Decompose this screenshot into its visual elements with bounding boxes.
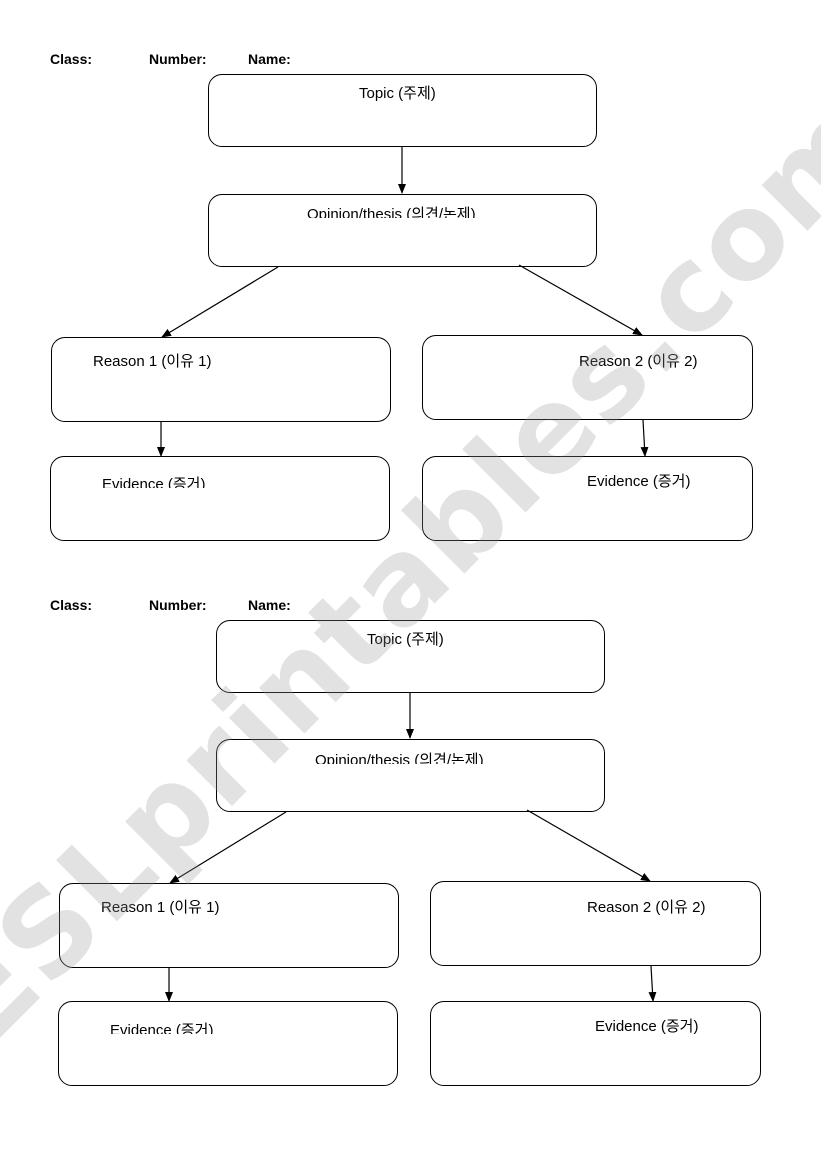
opinion-label: Opinion/thesis (의견/논제) <box>307 206 476 218</box>
reason1-label: Reason 1 (이유 1) <box>93 353 212 370</box>
reason1-label: Reason 1 (이유 1) <box>101 899 220 916</box>
evidence2-box[interactable]: Evidence (증거) <box>422 456 753 541</box>
topic-label: Topic (주제) <box>367 631 444 648</box>
organizer-sheet-2: Class: Number: Name: Topic (주제) Opinion/… <box>0 0 821 1086</box>
number-label: Number: <box>149 51 207 67</box>
name-label: Name: <box>248 51 291 67</box>
arrow-opinion-reason1 <box>169 811 287 884</box>
arrow-opinion-reason2 <box>518 264 643 336</box>
reason2-box[interactable]: Reason 2 (이유 2) <box>422 335 753 420</box>
class-label: Class: <box>50 51 93 67</box>
opinion-box[interactable]: Opinion/thesis (의견/논제) <box>208 194 597 267</box>
opinion-box[interactable]: Opinion/thesis (의견/논제) <box>216 739 605 812</box>
organizer-sheet-1: Class: Number: Name: Topic (주제) Opinion/… <box>0 0 821 560</box>
reason2-box[interactable]: Reason 2 (이유 2) <box>430 881 761 966</box>
topic-label: Topic (주제) <box>359 85 436 102</box>
name-label: Name: <box>248 597 291 613</box>
arrow-reason2-evidence2 <box>648 965 657 1002</box>
evidence2-label: Evidence (증거) <box>595 1018 699 1035</box>
number-label: Number: <box>149 597 207 613</box>
arrow-opinion-reason2 <box>526 809 651 882</box>
opinion-label: Opinion/thesis (의견/논제) <box>315 752 484 764</box>
topic-box[interactable]: Topic (주제) <box>208 74 597 147</box>
arrow-reason2-evidence2 <box>640 419 649 457</box>
reason1-box[interactable]: Reason 1 (이유 1) <box>59 883 399 968</box>
evidence2-box[interactable]: Evidence (증거) <box>430 1001 761 1086</box>
evidence1-box[interactable]: Evidence (증거) <box>58 1001 398 1086</box>
connector-arrows <box>157 147 649 457</box>
arrow-opinion-reason1 <box>161 266 279 338</box>
reason2-label: Reason 2 (이유 2) <box>587 899 706 916</box>
evidence1-label: Evidence (증거) <box>110 1022 214 1034</box>
class-label: Class: <box>50 597 93 613</box>
reason1-box[interactable]: Reason 1 (이유 1) <box>51 337 391 422</box>
topic-box[interactable]: Topic (주제) <box>216 620 605 693</box>
evidence1-box[interactable]: Evidence (증거) <box>50 456 390 541</box>
evidence2-label: Evidence (증거) <box>587 473 691 490</box>
evidence1-label: Evidence (증거) <box>102 476 206 488</box>
reason2-label: Reason 2 (이유 2) <box>579 353 698 370</box>
